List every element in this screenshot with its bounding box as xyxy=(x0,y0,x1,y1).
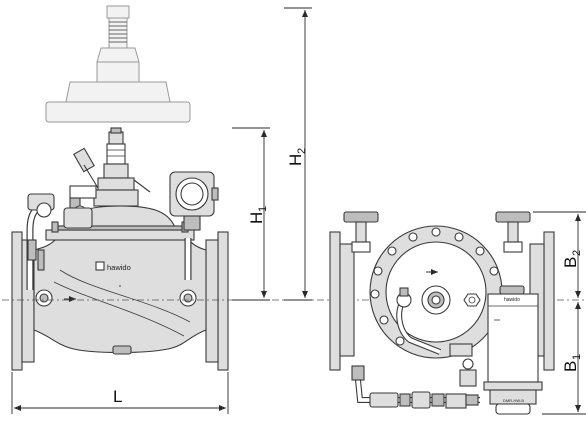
handwheel-right xyxy=(495,211,531,253)
dimension-H2: H 2 xyxy=(284,7,312,301)
label-B1: B xyxy=(561,361,580,372)
label-H2: H xyxy=(286,154,305,166)
side-view: DMR-HW-B hawido xyxy=(329,211,555,415)
label-H1: H xyxy=(247,212,266,224)
outlet-flange xyxy=(217,231,229,371)
label-H2-sub: 2 xyxy=(296,148,308,154)
pilot-stem xyxy=(108,131,124,145)
label-B2-sub: 2 xyxy=(571,250,583,256)
dimension-L: L xyxy=(11,372,229,414)
lower-piping xyxy=(351,343,480,409)
front-view: hawido xyxy=(11,5,229,371)
needle-valve xyxy=(73,147,95,173)
valve-body xyxy=(33,235,207,354)
pressure-gauge xyxy=(169,171,219,231)
handwheel-left xyxy=(343,211,379,253)
control-tubing-left xyxy=(26,193,55,307)
brand-text-front: hawido xyxy=(107,263,131,272)
control-fitting-right xyxy=(179,238,197,307)
brand-text-side: hawido xyxy=(504,297,520,303)
dimension-B1: B 1 xyxy=(542,302,586,415)
dimension-B2: B 2 xyxy=(533,211,586,298)
inlet-flange xyxy=(11,231,23,371)
bonnet-bolts xyxy=(370,227,499,346)
dimension-H1: H 1 xyxy=(232,127,270,301)
brand-logo-front xyxy=(95,261,105,271)
label-H1-sub: 1 xyxy=(257,206,269,212)
cylinder-label: DMR-HW-B xyxy=(503,398,524,403)
label-B1-sub: 1 xyxy=(571,354,583,360)
bonnet-flange xyxy=(45,229,195,241)
label-L: L xyxy=(113,387,122,406)
label-B2: B xyxy=(561,257,580,268)
filter-cylinder: DMR-HW-B xyxy=(483,285,543,415)
hex-fitting xyxy=(463,293,481,307)
ghost-actuator xyxy=(45,5,191,123)
